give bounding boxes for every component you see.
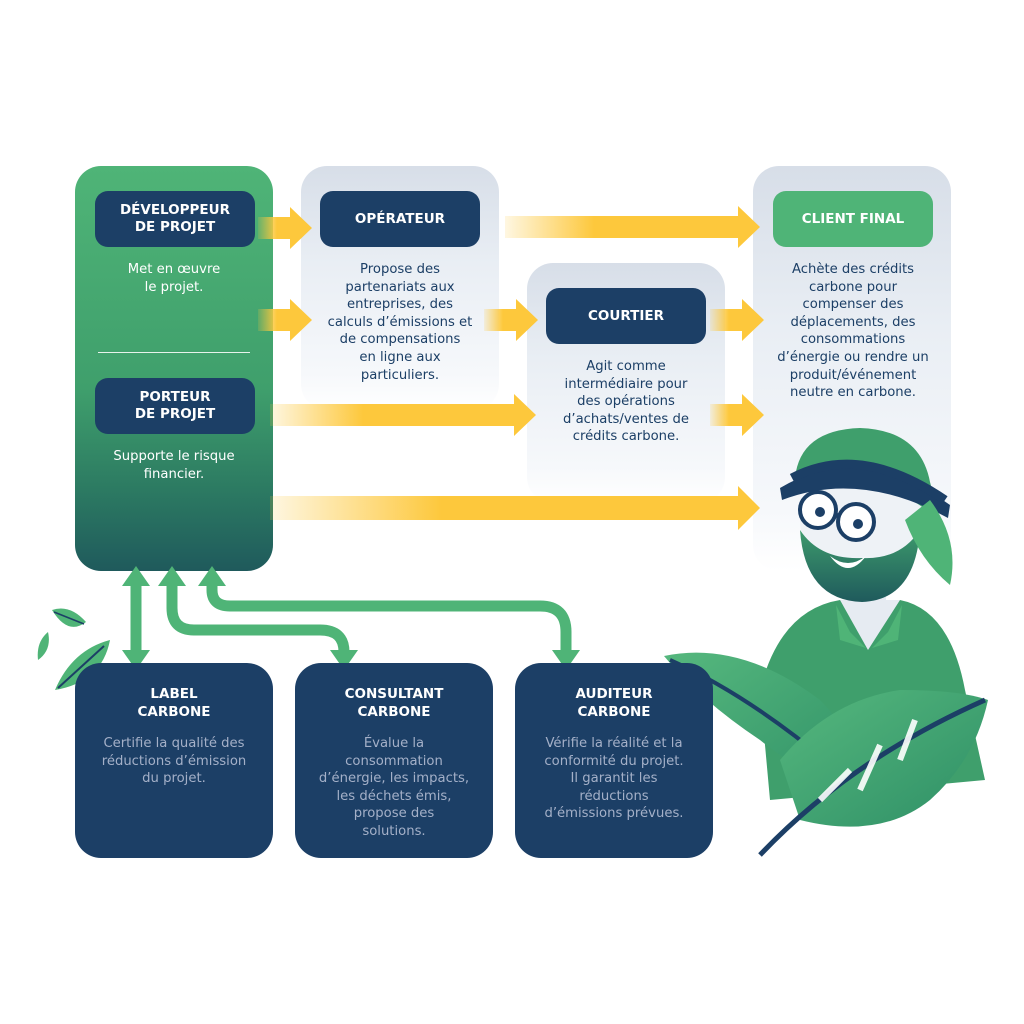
arrow-operateur-to-courtier [484,299,538,341]
column-divider [98,352,250,353]
label-carbone-description: Certifie la qualité des réductions d’émi… [101,736,247,787]
courtier-title: COURTIER [546,288,706,344]
connector-consultant [166,584,350,653]
client-title: CLIENT FINAL [773,191,933,247]
arrow-porteur-to-courtier [270,394,536,436]
operateur-description: Propose des partenariats aux entreprises… [327,262,473,383]
connector-auditeur [206,584,572,652]
arrow-courtier-to-client [710,299,764,341]
arrow-courtier-to-client-lower [710,394,764,436]
operateur-title: OPÉRATEUR [320,191,480,247]
courtier-description: Agit comme intermédiaire pour des opérat… [563,359,689,445]
explorer-character [664,428,988,857]
consultant-carbone-description: Évalue la consommation d’énergie, les im… [318,736,470,839]
arrow-dev-to-operateur [258,207,312,249]
arrow-operateur-to-client [505,206,760,248]
auditeur-carbone-description: Vérifie la réalité et la conformité du p… [544,736,684,822]
arrow-porteur-to-client [270,486,760,530]
client-description: Achète des crédits carbone pour compense… [777,262,929,401]
arrow-dev-to-operateur-lower [258,299,312,341]
leaf-decoration-left [37,608,110,690]
